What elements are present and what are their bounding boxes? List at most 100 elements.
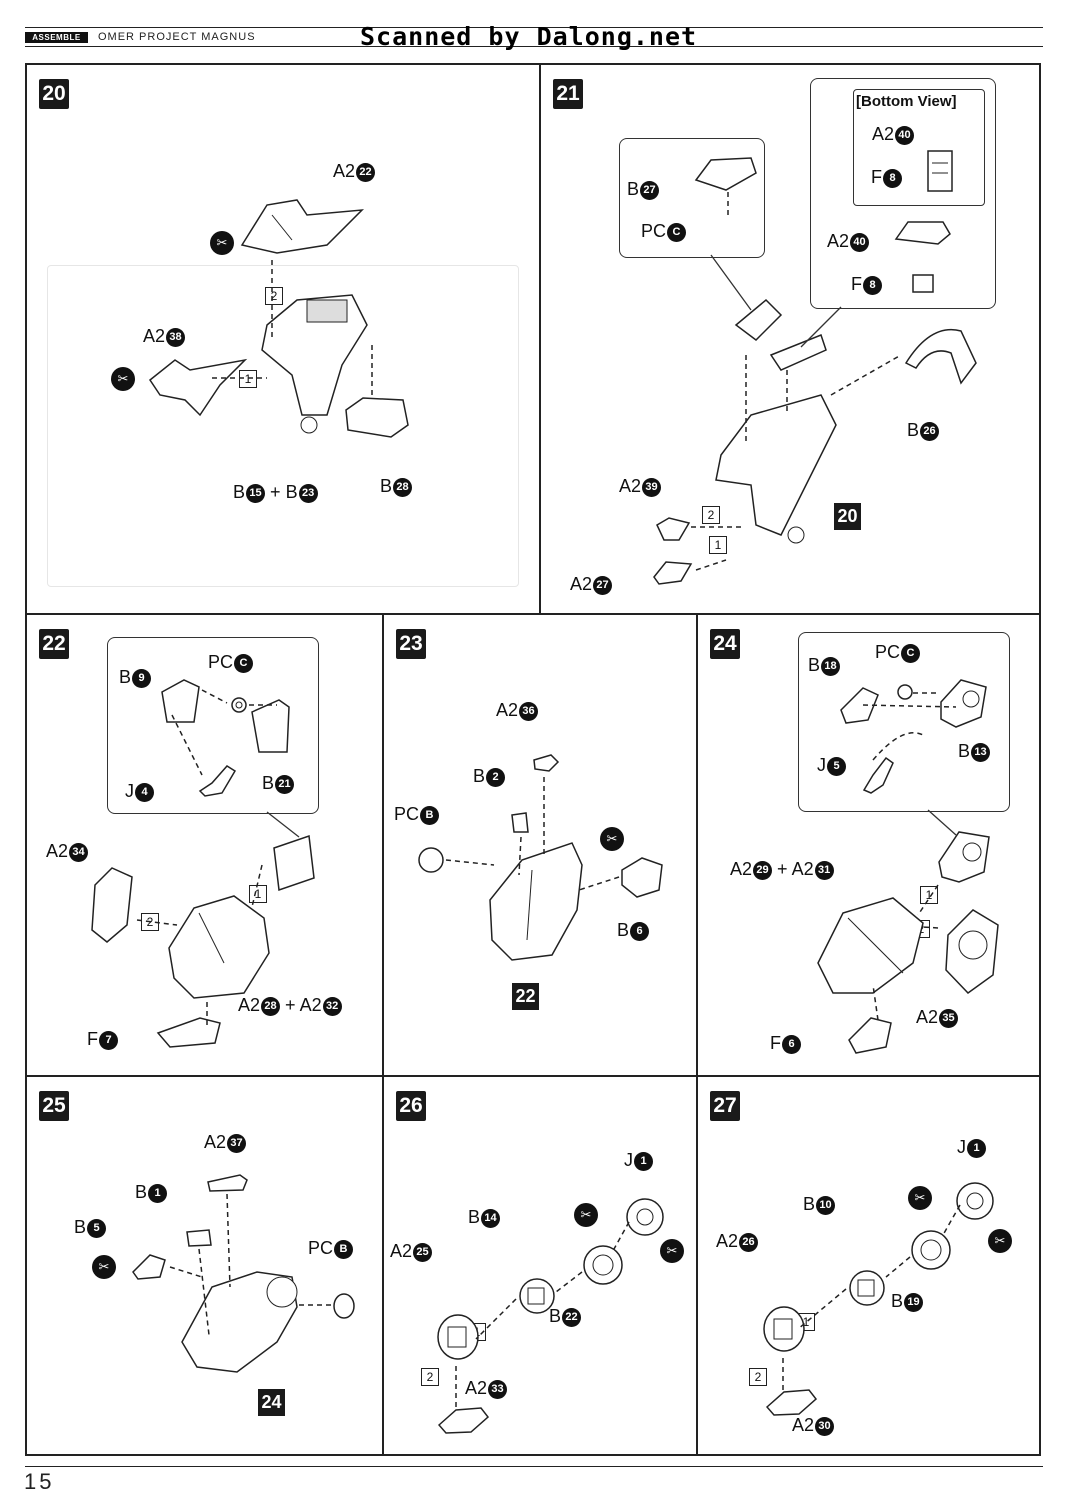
nipper-cut-icon: ✂: [574, 1203, 598, 1227]
pc-c-ring-drawing: [231, 697, 247, 713]
part-f8-bottom-drawing: [927, 150, 953, 192]
footer-rule: [25, 1466, 1043, 1467]
scan-credit: Scanned by Dalong.net: [360, 22, 698, 51]
assembly-arrows: [862, 692, 957, 1021]
sub-step-1: 1: [249, 885, 267, 903]
part-f8-drawing: [912, 274, 934, 293]
arm-body-drawing: [168, 895, 270, 999]
sub-step-2: 2: [265, 287, 283, 305]
part-b26-drawing: [904, 329, 977, 385]
sub-step-1: 1: [709, 536, 727, 554]
part-b28-drawing: [345, 397, 409, 438]
part-a2-27-drawing: [653, 561, 693, 585]
part-a2-37-drawing: [207, 1174, 248, 1192]
assembly-arrows: [455, 1221, 630, 1407]
part-b13-outer-drawing: [938, 831, 990, 883]
nipper-cut-icon: ✂: [92, 1255, 116, 1279]
assembly-arrows: [212, 260, 373, 395]
part-j1-drawing: [956, 1182, 994, 1220]
nipper-cut-icon: ✂: [210, 231, 234, 255]
sub-step-1: 1: [239, 370, 257, 388]
page-number: 15: [24, 1469, 55, 1494]
part-b10-drawing: [849, 1270, 885, 1306]
part-j5-drawing: [862, 756, 894, 794]
nipper-cut-icon: ✂: [988, 1229, 1012, 1253]
header-rule-top: [25, 27, 1043, 28]
part-a2-26-drawing: [763, 1306, 805, 1352]
assembly-arrows: [136, 689, 300, 1025]
step-23-number: 23: [396, 629, 426, 659]
assembly-arrows: [782, 1204, 961, 1390]
sub-step-2: 2: [421, 1368, 439, 1386]
assemble-tag: ASSEMBLE: [25, 32, 88, 43]
inset-bottom-view-inner: [853, 89, 985, 206]
header-rule-bottom: [25, 46, 1043, 47]
torso-assembly-drawing: [261, 294, 368, 434]
part-b1-drawing: [186, 1229, 212, 1247]
part-b18-drawing: [840, 687, 879, 724]
step-24-number: 24: [710, 629, 740, 659]
nipper-cut-icon: ✂: [600, 827, 624, 851]
part-b21-drawing: [251, 699, 290, 753]
nipper-cut-icon: ✂: [908, 1186, 932, 1210]
step-ref-24: 24: [258, 1389, 285, 1416]
part-b2-drawing: [511, 812, 529, 833]
part-b14-drawing: [519, 1278, 555, 1314]
part-b27-drawing: [694, 157, 757, 191]
pc-c-ring-drawing: [897, 684, 913, 700]
step-20-number: 20: [39, 79, 69, 109]
part-b22-drawing: [583, 1245, 623, 1285]
step-27-number: 27: [710, 1091, 740, 1121]
part-b6-drawing: [621, 857, 663, 898]
arm-assembly-drawing: [489, 842, 583, 961]
part-j1-drawing: [626, 1198, 664, 1236]
part-b19-drawing: [911, 1230, 951, 1270]
part-f6-drawing: [848, 1017, 892, 1054]
assembly-arrows: [691, 190, 902, 571]
step-26-number: 26: [396, 1091, 426, 1121]
nipper-cut-icon: ✂: [111, 367, 135, 391]
step-25-number: 25: [39, 1091, 69, 1121]
assembly-arrows: [445, 777, 620, 891]
part-a2-25-drawing: [437, 1314, 479, 1360]
product-name: OMER PROJECT MAGNUS: [98, 31, 256, 43]
